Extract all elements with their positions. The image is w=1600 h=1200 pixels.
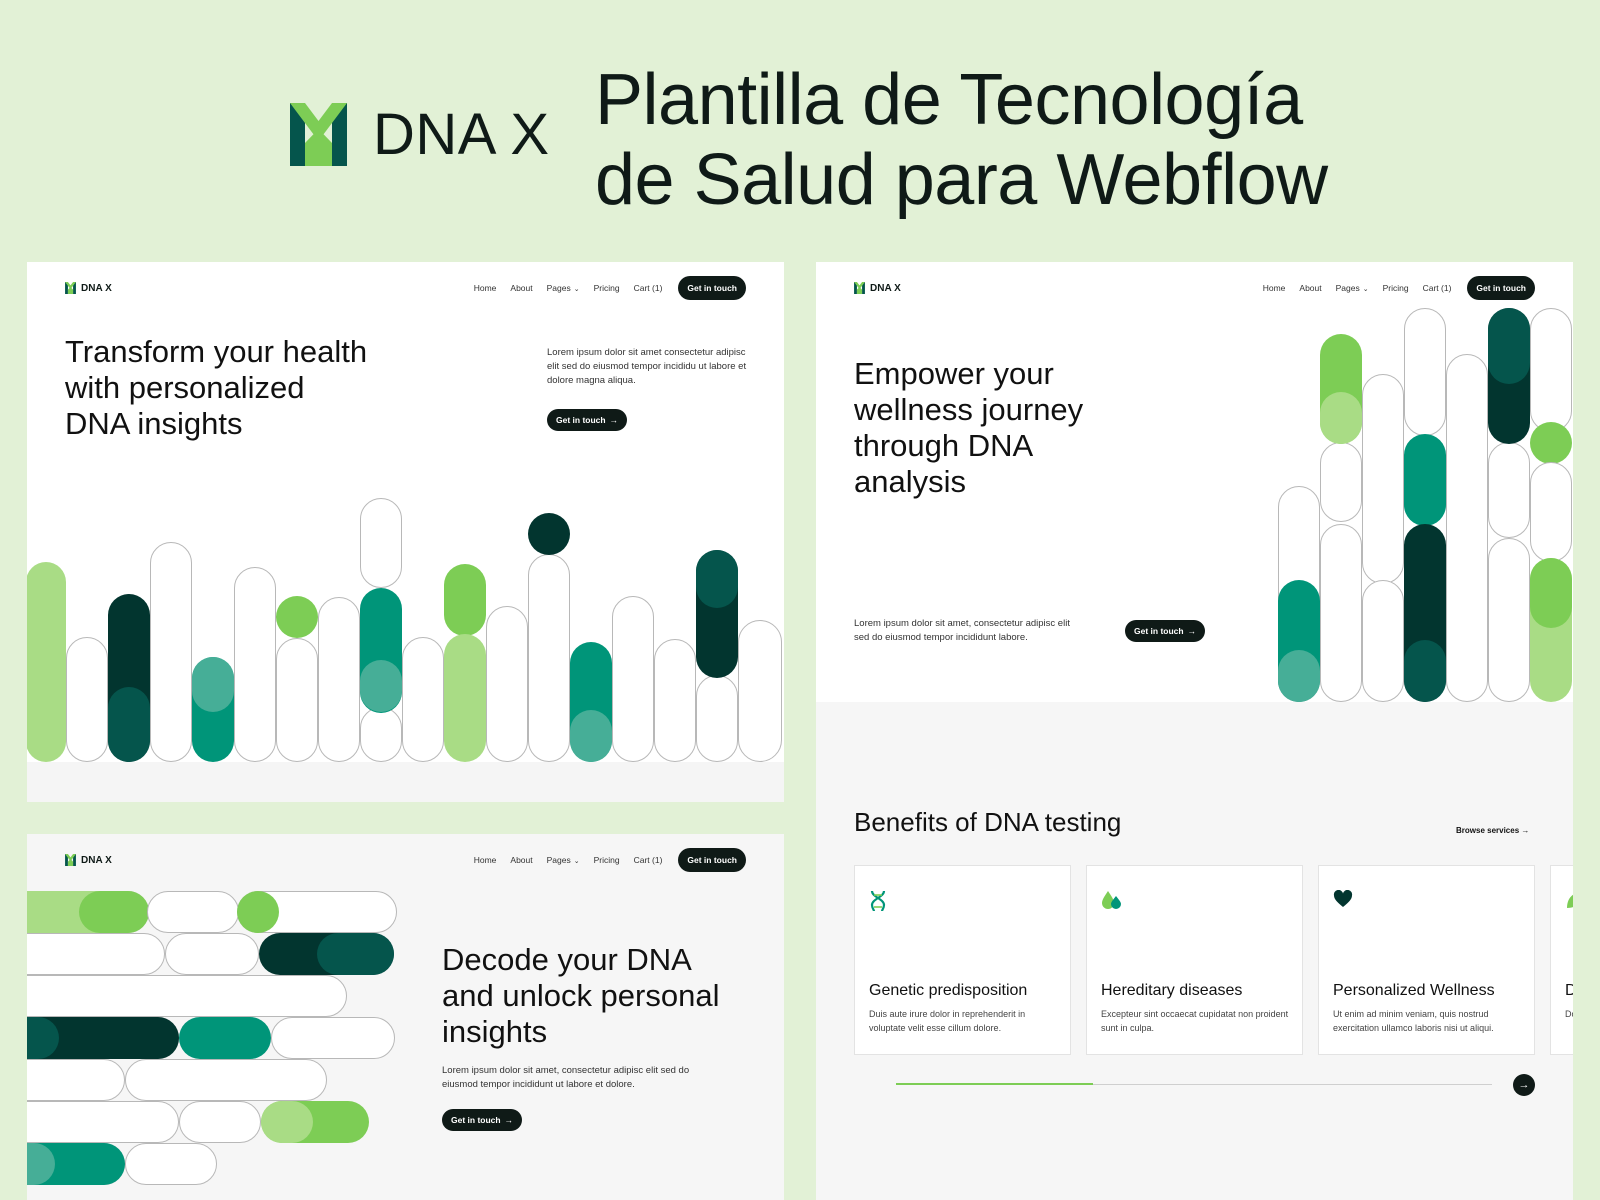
- headline-line-2: de Salud para Webflow: [595, 140, 1328, 220]
- template-preview-1: DNA X Home About Pages⌄ Pricing Cart (1)…: [27, 262, 784, 802]
- benefit-card[interactable]: Hereditary diseases Excepteur sint occae…: [1086, 865, 1303, 1055]
- nav-pricing[interactable]: Pricing: [1382, 283, 1409, 293]
- hero-description: Lorem ipsum dolor sit amet consectetur a…: [547, 347, 747, 386]
- arrow-right-icon: →: [609, 415, 619, 425]
- benefit-card-title: D: [1565, 982, 1573, 999]
- template-preview-2: DNA X Home About Pages⌄ Pricing Cart (1)…: [816, 262, 1573, 1200]
- dna-icon: [870, 890, 886, 912]
- benefit-card-title: Genetic predisposition: [869, 982, 1028, 999]
- dna-x-logo-icon: [65, 854, 76, 866]
- arrow-right-icon: →: [1187, 626, 1197, 636]
- nav-about[interactable]: About: [1299, 283, 1322, 293]
- nav-about[interactable]: About: [510, 855, 533, 865]
- nav-cart[interactable]: Cart (1): [633, 283, 663, 293]
- nav-pages[interactable]: Pages⌄: [546, 283, 580, 293]
- arrow-right-icon: →: [504, 1115, 514, 1125]
- dna-x-logo-icon: [65, 282, 76, 294]
- hero-get-in-touch-button[interactable]: Get in touch→: [442, 1109, 523, 1131]
- template-preview-3: DNA X Home About Pages⌄ Pricing Cart (1)…: [27, 834, 784, 1200]
- top-nav: DNA X Home About Pages⌄ Pricing Cart (1)…: [65, 276, 746, 300]
- top-nav: DNA X Home About Pages⌄ Pricing Cart (1)…: [65, 848, 746, 872]
- arrow-right-icon: →: [1521, 826, 1530, 835]
- hero-title: Empower your wellness journey through DN…: [854, 356, 1084, 499]
- carousel-next-button[interactable]: →: [1513, 1074, 1535, 1096]
- nav-logo[interactable]: DNA X: [65, 854, 112, 866]
- benefit-card[interactable]: Genetic predisposition Duis aute irure d…: [854, 865, 1071, 1055]
- nav-get-in-touch-button[interactable]: Get in touch: [678, 848, 746, 872]
- dna-x-logo-icon: [290, 103, 347, 166]
- chevron-down-icon: ⌄: [1362, 286, 1369, 293]
- benefits-title: Benefits of DNA testing: [854, 807, 1122, 837]
- chevron-down-icon: ⌄: [573, 286, 580, 293]
- benefit-card-title: Personalized Wellness: [1333, 982, 1495, 999]
- drops-icon: [1102, 891, 1121, 909]
- nav-logo[interactable]: DNA X: [854, 282, 901, 294]
- benefit-card-text: Ut enim ad minim veniam, quis nostrud ex…: [1333, 1009, 1494, 1033]
- nav-pages[interactable]: Pages⌄: [546, 855, 580, 865]
- chevron-down-icon: ⌄: [573, 858, 580, 865]
- nav-about[interactable]: About: [510, 283, 533, 293]
- dna-x-logo-icon: [854, 282, 865, 294]
- headline-line-1: Plantilla de Tecnología: [595, 60, 1303, 140]
- benefit-card-text: Excepteur sint occaecat cupidatat non pr…: [1101, 1009, 1289, 1033]
- nav-home[interactable]: Home: [473, 855, 497, 865]
- benefit-card-text: Duis aute irure dolor in reprehenderit i…: [869, 1009, 1026, 1033]
- hero-title: Transform your health with personalized …: [65, 334, 368, 441]
- arrow-right-icon: →: [1518, 1079, 1530, 1091]
- hero-get-in-touch-button[interactable]: Get in touch→: [1125, 620, 1206, 642]
- nav-pricing[interactable]: Pricing: [593, 855, 620, 865]
- hero-description: Lorem ipsum dolor sit amet, consectetur …: [854, 618, 1070, 643]
- nav-pages[interactable]: Pages⌄: [1335, 283, 1369, 293]
- benefit-card-text: Do vo: [1565, 1009, 1573, 1019]
- benefit-card-title: Hereditary diseases: [1101, 982, 1243, 999]
- nav-logo[interactable]: DNA X: [65, 282, 112, 294]
- hero-title: Decode your DNA and unlock personal insi…: [442, 942, 720, 1049]
- brand-name: DNA X: [373, 102, 550, 167]
- hero-description: Lorem ipsum dolor sit amet, consectetur …: [442, 1065, 690, 1090]
- carousel-progress-track: [896, 1083, 1492, 1085]
- page-headline: Plantilla de Tecnología de Salud para We…: [595, 60, 1495, 220]
- nav-pricing[interactable]: Pricing: [593, 283, 620, 293]
- browse-services-link[interactable]: Browse services →: [1456, 826, 1530, 835]
- nav-home[interactable]: Home: [473, 283, 497, 293]
- benefit-card[interactable]: Personalized Wellness Ut enim ad minim v…: [1318, 865, 1535, 1055]
- benefit-card[interactable]: D Do vo: [1550, 865, 1573, 1055]
- nav-cart[interactable]: Cart (1): [633, 855, 663, 865]
- brand-lockup: DNA X: [290, 101, 550, 168]
- nav-cart[interactable]: Cart (1): [1422, 283, 1452, 293]
- nav-get-in-touch-button[interactable]: Get in touch: [1467, 276, 1535, 300]
- hero-get-in-touch-button[interactable]: Get in touch→: [547, 409, 628, 431]
- leaf-icon: [1567, 894, 1573, 908]
- top-nav: DNA X Home About Pages⌄ Pricing Cart (1)…: [854, 276, 1535, 300]
- nav-get-in-touch-button[interactable]: Get in touch: [678, 276, 746, 300]
- carousel-progress-fill: [896, 1083, 1093, 1085]
- nav-home[interactable]: Home: [1262, 283, 1286, 293]
- heart-icon: [1333, 890, 1353, 907]
